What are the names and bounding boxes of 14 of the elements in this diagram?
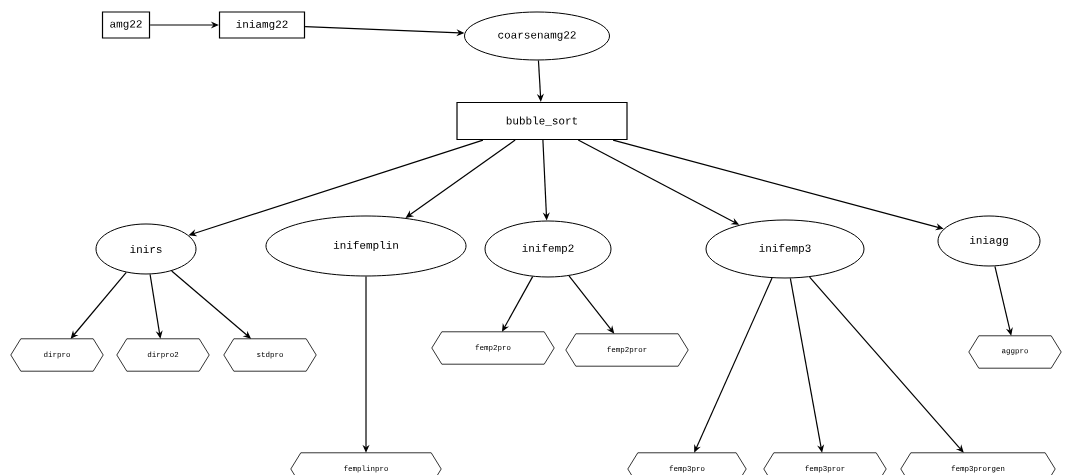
ellipse-node: coarsenamg22: [464, 11, 610, 61]
ellipse-node: inifemplin: [265, 215, 467, 277]
process-box: iniamg22: [218, 11, 306, 39]
ellipse-node: inifemp2: [484, 220, 612, 278]
arrow: [70, 271, 127, 339]
ellipse-node: inifemp3: [705, 219, 865, 279]
process-box: amg22: [101, 11, 151, 39]
ellipse-node: inirs: [95, 223, 197, 275]
arrow: [568, 275, 615, 334]
process-box: bubble_sort: [456, 101, 628, 141]
arrow: [502, 276, 534, 332]
arrow: [694, 277, 773, 453]
arrow: [809, 276, 964, 453]
ellipse-node: iniagg: [937, 215, 1041, 267]
